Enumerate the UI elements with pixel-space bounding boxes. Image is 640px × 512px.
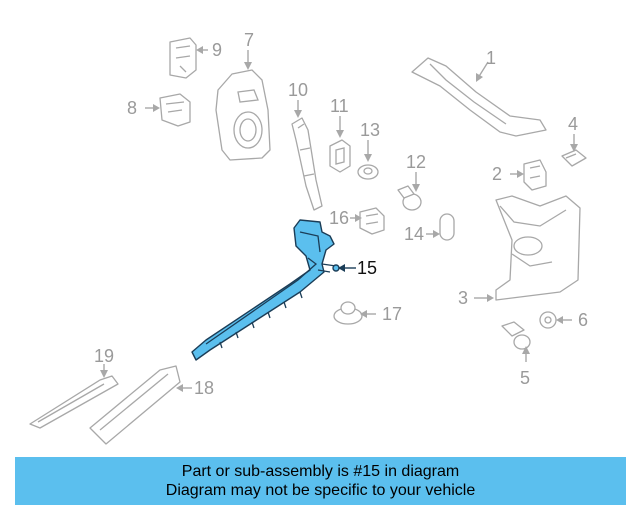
callout-2: 2 (492, 164, 502, 184)
callout-14: 14 (404, 224, 424, 244)
callout-17: 17 (382, 304, 402, 324)
part-8-clip: 8 (127, 93, 191, 127)
part-5-push-pin: 5 (501, 321, 531, 388)
banner-line-1: Part or sub-assembly is #15 in diagram (181, 463, 460, 480)
callout-3: 3 (458, 288, 468, 308)
part-19-sill-strip: 19 (29, 346, 119, 429)
part-15-scuff-plate: 15 (191, 219, 377, 361)
callout-12: 12 (406, 152, 426, 172)
part-11-grommet: 11 (329, 96, 351, 173)
part-13-plug: 13 (357, 120, 380, 180)
part-2-retainer: 2 (492, 159, 547, 191)
callout-9: 9 (212, 40, 222, 60)
callout-18: 18 (194, 378, 214, 398)
banner-line-2: Diagram may not be specific to your vehi… (165, 482, 476, 499)
callout-1: 1 (486, 48, 496, 68)
part-10-weatherstrip: 10 (288, 80, 323, 211)
part-6-pin: 6 (539, 310, 588, 330)
callout-10: 10 (288, 80, 308, 100)
callout-19: 19 (94, 346, 114, 366)
part-18-sill-plate: 18 (89, 365, 214, 445)
part-16-clip: 16 (329, 207, 385, 235)
info-banner: Part or sub-assembly is #15 in diagram D… (15, 457, 626, 505)
part-17-grommet: 17 (333, 301, 402, 325)
part-12-push-pin: 12 (397, 152, 426, 211)
part-1-pillar-trim: 1 (411, 48, 547, 137)
callout-7: 7 (244, 30, 254, 50)
callout-8: 8 (127, 98, 137, 118)
callout-16: 16 (329, 208, 349, 228)
part-9-clip: 9 (169, 37, 222, 79)
callout-11: 11 (330, 96, 349, 116)
callout-4: 4 (568, 114, 578, 134)
callout-13: 13 (360, 120, 380, 140)
callout-6: 6 (578, 310, 588, 330)
callout-5: 5 (520, 368, 530, 388)
part-7-pillar-trim: 7 (215, 30, 271, 161)
part-3-kick-panel: 3 (458, 195, 581, 308)
part-4-clip: 4 (561, 114, 587, 167)
part-14-oval-grommet: 14 (404, 213, 455, 244)
parts-diagram: 9 8 7 10 11 13 (29, 30, 588, 445)
callout-15: 15 (357, 258, 377, 278)
